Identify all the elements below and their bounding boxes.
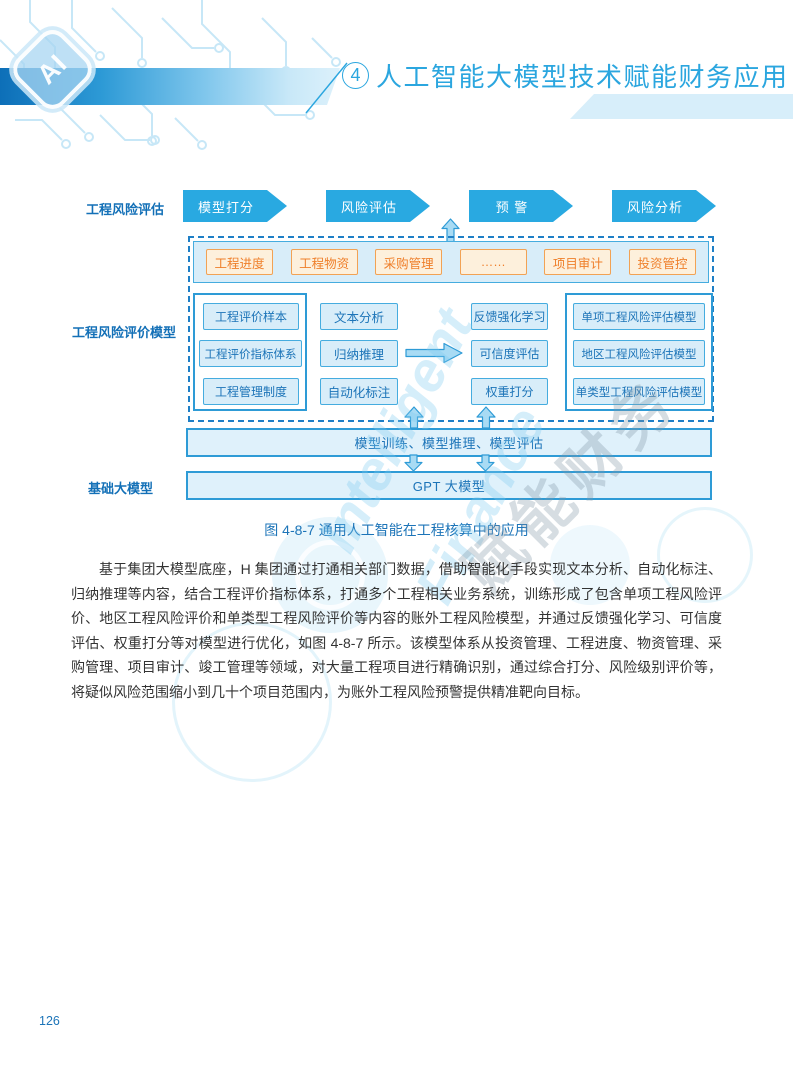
business-box-procurement: 采购管理: [375, 249, 443, 275]
business-box-materials: 工程物资: [290, 249, 358, 275]
title-diagonal-line: [305, 62, 348, 114]
model-box-regional: 地区工程风险评估模型: [573, 340, 705, 367]
right-arrow-icon: [405, 342, 463, 364]
business-box-audit: 项目审计: [544, 249, 612, 275]
up-arrow-icon: [476, 406, 496, 429]
flow-step-risk-assess: 风险评估: [326, 190, 430, 222]
up-arrow-icon: [404, 406, 424, 429]
business-box-ellipsis: ……: [459, 249, 527, 275]
evaluation-model-dashed-frame: [188, 236, 714, 422]
optimize-box-rlhf: 反馈强化学习: [471, 303, 548, 330]
chapter-title: 4 人工智能大模型技术赋能财务应用: [342, 58, 789, 92]
model-box-single-type: 单类型工程风险评估模型: [573, 378, 705, 405]
flow-step-model-scoring: 模型打分: [183, 190, 287, 222]
nlp-box-induction: 归纳推理: [320, 340, 398, 367]
ai-chip-label: AI: [31, 48, 74, 91]
header-light-band: [570, 94, 793, 119]
nlp-box-auto-labeling: 自动化标注: [320, 378, 398, 405]
optimize-box-credibility: 可信度评估: [471, 340, 548, 367]
business-box-progress: 工程进度: [206, 249, 273, 275]
knowledge-box-regulation: 工程管理制度: [203, 378, 299, 405]
optimize-box-weighting: 权重打分: [471, 378, 548, 405]
train-infer-eval-bar: 模型训练、模型推理、模型评估: [186, 428, 712, 457]
model-box-single-project: 单项工程风险评估模型: [573, 303, 705, 330]
flow-step-risk-analysis: 风险分析: [612, 190, 716, 222]
down-arrow-icon: [404, 454, 423, 472]
row-label-risk-assessment: 工程风险评估: [86, 202, 165, 217]
gpt-base-model-bar: GPT 大模型: [186, 471, 712, 500]
chapter-number-badge: 4: [342, 61, 369, 89]
figure-caption: 图 4-8-7 通用人工智能在工程核算中的应用: [264, 522, 529, 538]
knowledge-box-indicators: 工程评价指标体系: [199, 340, 302, 367]
knowledge-box-samples: 工程评价样本: [203, 303, 299, 330]
page-number: 126: [39, 1014, 60, 1028]
body-paragraph: 基于集团大模型底座，H 集团通过打通相关部门数据，借助智能化手段实现文本分析、自…: [71, 561, 722, 700]
chapter-title-text: 人工智能大模型技术赋能财务应用: [376, 61, 789, 92]
flow-step-early-warning: 预 警: [469, 190, 573, 222]
business-domain-container: 工程进度 工程物资 采购管理 …… 项目审计 投资管控: [193, 241, 709, 283]
down-arrow-icon: [476, 454, 495, 472]
nlp-box-text-analysis: 文本分析: [320, 303, 398, 330]
row-label-evaluation-model: 工程风险评价模型: [72, 325, 177, 340]
row-label-base-model: 基础大模型: [88, 481, 154, 496]
business-box-investment: 投资管控: [628, 249, 696, 275]
